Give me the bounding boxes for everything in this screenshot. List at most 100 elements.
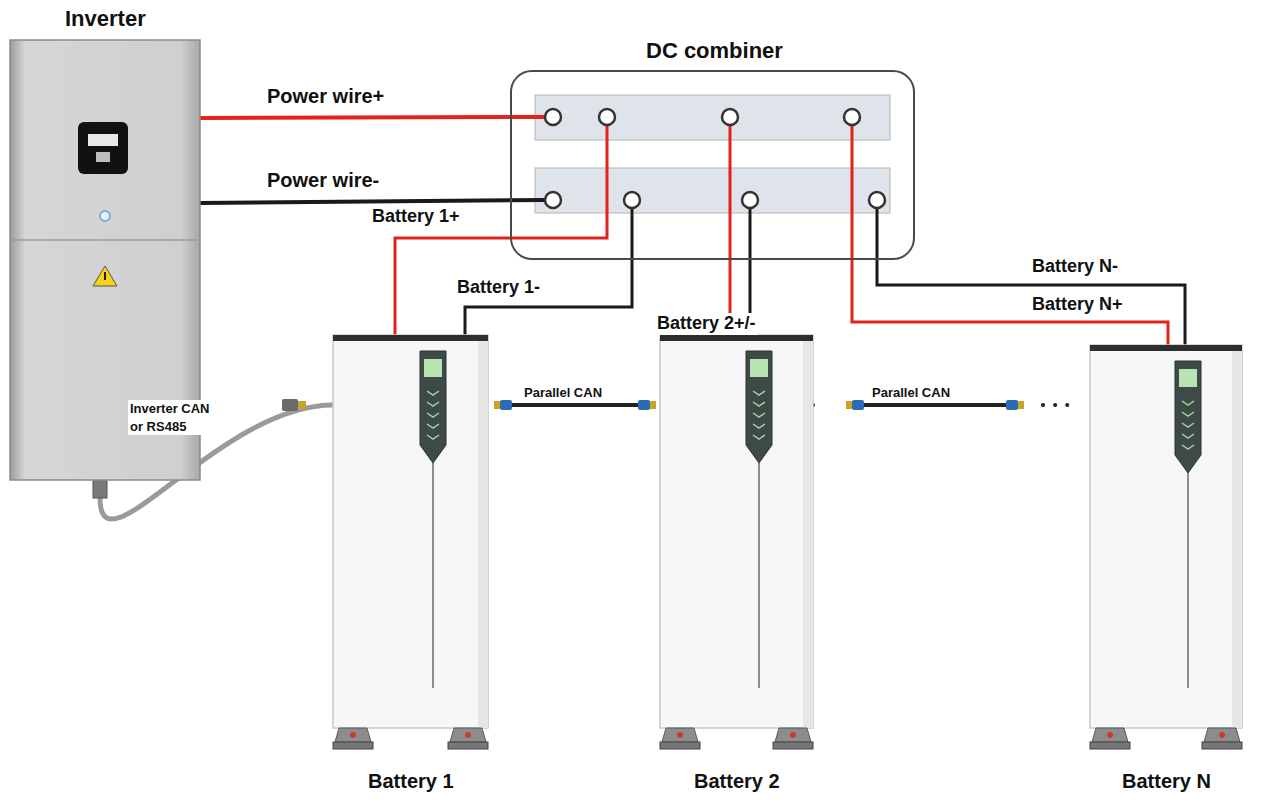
inverter-port	[93, 478, 107, 498]
battery-side-shade	[478, 341, 488, 728]
signal-cable	[488, 403, 660, 407]
panel-mark	[1182, 445, 1194, 449]
terminal	[545, 109, 561, 125]
plug-tip	[1018, 401, 1024, 409]
panel-mark	[427, 402, 439, 406]
display-screen	[78, 122, 128, 174]
battery-top	[660, 335, 813, 341]
battery-screen	[750, 359, 768, 377]
wheel-lock	[790, 732, 796, 738]
battery-side-shade	[1232, 351, 1242, 728]
battery-housing	[1090, 345, 1242, 728]
unit-name: Inverter	[65, 6, 146, 32]
wire-label: Battery 1+	[370, 206, 462, 228]
battery-screen	[424, 359, 442, 377]
wire-label: Battery N+	[1030, 294, 1125, 316]
negative-busbar	[535, 168, 890, 213]
terminal	[844, 109, 860, 125]
positive-wire	[852, 125, 1168, 345]
wheel-lock	[350, 732, 356, 738]
display-icons	[88, 134, 118, 146]
control-panel	[420, 351, 446, 463]
wire-label: Battery N-	[1030, 256, 1120, 278]
panel-mark	[753, 424, 765, 428]
battery-wheel	[1202, 742, 1242, 749]
panel-mark	[1182, 434, 1194, 438]
wheel-lock	[1219, 732, 1225, 738]
battery-top	[1090, 345, 1242, 351]
wire-label: Power wire+	[265, 84, 386, 108]
panel-mark	[753, 391, 765, 395]
battery-drawing	[333, 335, 488, 750]
control-panel	[746, 351, 772, 463]
panel-seam	[10, 239, 200, 241]
terminal	[722, 109, 738, 125]
plug-tip	[846, 401, 852, 409]
unit-name: Battery N	[1122, 770, 1211, 793]
battery-unit: Battery N	[1090, 345, 1242, 750]
battery-foot	[775, 728, 811, 742]
battery-foot	[335, 728, 371, 742]
warning-sign	[93, 266, 117, 286]
positive-wire	[729, 125, 732, 335]
box-title: DC combiner	[646, 38, 783, 64]
battery-groove	[1187, 473, 1189, 688]
wire-label: Battery 2+/-	[655, 313, 758, 335]
battery-wheel	[333, 742, 373, 749]
battery-groove	[432, 463, 434, 688]
wire-label: Battery 1-	[455, 277, 542, 299]
wheel-lock	[677, 732, 683, 738]
status-led	[100, 211, 110, 221]
battery-unit: Battery 1	[333, 335, 488, 750]
battery-housing	[333, 335, 488, 728]
battery-housing	[660, 335, 813, 728]
panel-mark	[1182, 412, 1194, 416]
panel-mark	[753, 435, 765, 439]
wheel-lock	[1107, 732, 1113, 738]
cable-plugs	[93, 399, 1024, 498]
panel-mark	[753, 413, 765, 417]
battery-foot	[1092, 728, 1128, 742]
battery-wheel	[448, 742, 488, 749]
negative-wire	[877, 208, 1185, 345]
battery-drawing	[1090, 345, 1242, 750]
positive-busbar	[535, 95, 890, 140]
wire-label: Inverter CAN or RS485	[128, 400, 228, 435]
plug-body	[282, 399, 298, 411]
plug-tip	[650, 401, 656, 409]
terminal	[742, 192, 758, 208]
wire-label: Parallel CAN	[522, 385, 604, 401]
battery-wheel	[660, 742, 700, 749]
battery-foot	[450, 728, 486, 742]
panel-mark	[427, 424, 439, 428]
panel-mark	[427, 413, 439, 417]
terminal	[624, 192, 640, 208]
panel-mark	[753, 402, 765, 406]
battery-wheel	[1090, 742, 1130, 749]
unit-name: Battery 2	[694, 770, 780, 793]
wheel-lock	[465, 732, 471, 738]
positive-wire	[200, 117, 545, 118]
wire-label: Power wire-	[265, 168, 381, 192]
battery-top	[333, 335, 488, 341]
terminal-group	[545, 109, 885, 208]
control-panel	[1175, 361, 1201, 473]
plug-tip	[298, 401, 306, 409]
panel-mark	[427, 435, 439, 439]
plug-body	[638, 400, 650, 410]
negative-wire	[465, 208, 632, 335]
terminal	[869, 192, 885, 208]
positive-wire	[395, 125, 607, 335]
battery-foot	[662, 728, 698, 742]
display-icons	[96, 152, 110, 162]
plug-body	[500, 400, 512, 410]
battery-screen	[1179, 369, 1197, 387]
battery-wheel	[773, 742, 813, 749]
panel-mark	[1182, 401, 1194, 405]
plug-body	[1006, 400, 1018, 410]
battery-side-shade	[803, 341, 813, 728]
panel-mark	[427, 391, 439, 395]
wire-label: Parallel CAN	[870, 385, 952, 401]
panel-mark	[1182, 423, 1194, 427]
